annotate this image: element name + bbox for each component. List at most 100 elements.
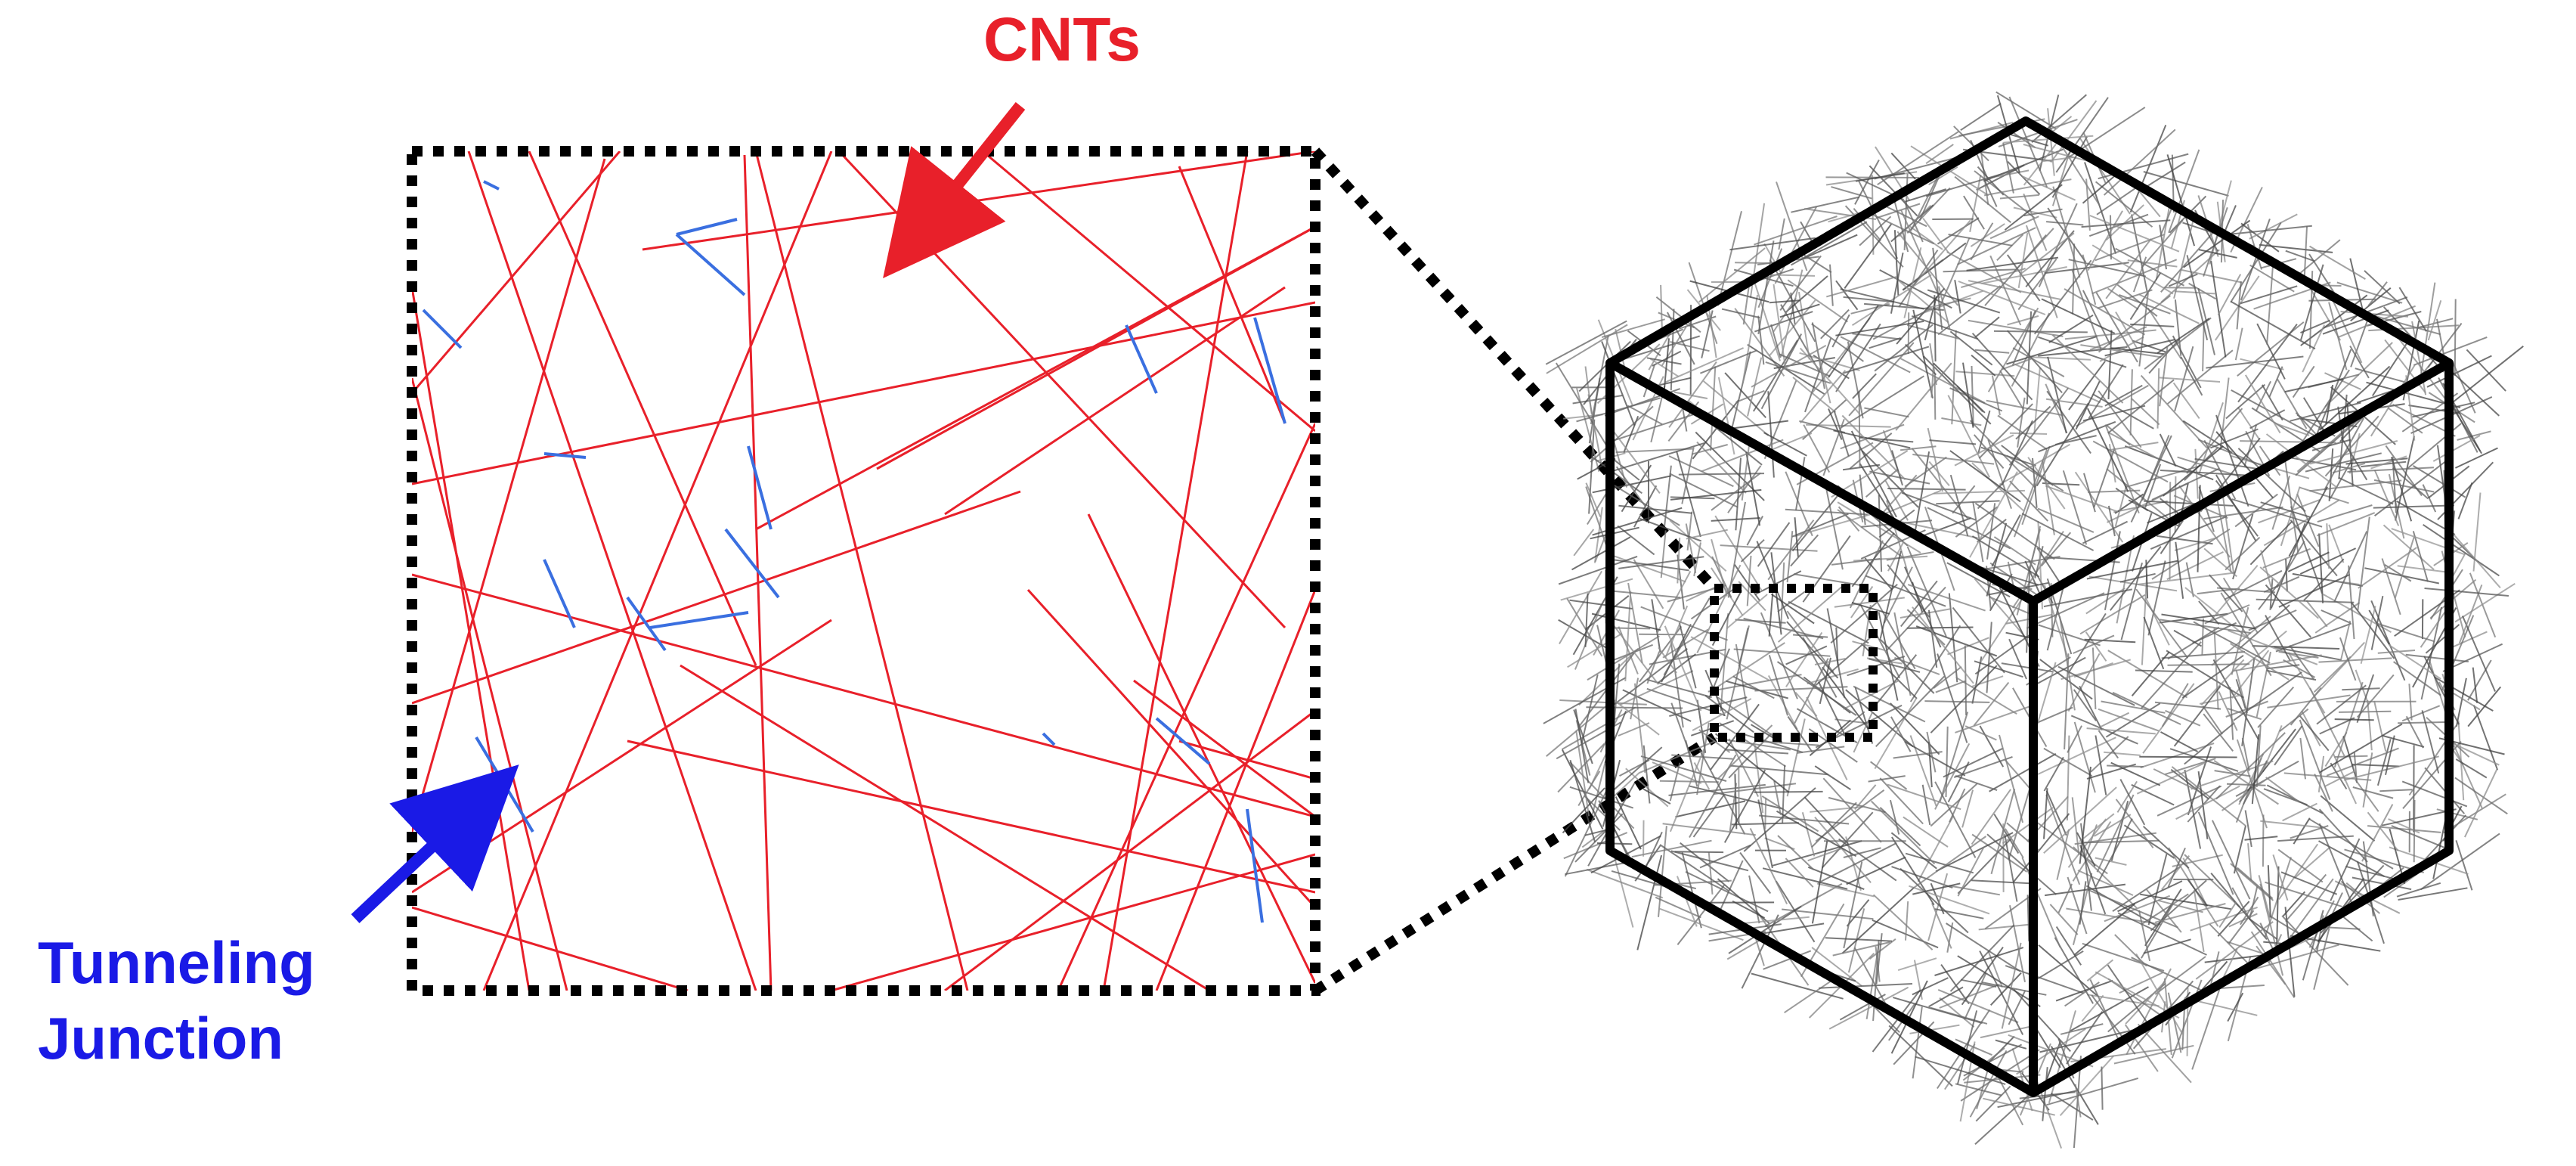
- cube-fiber: [1785, 857, 1814, 888]
- cube-fiber: [1787, 715, 1813, 753]
- cube-fiber: [2127, 259, 2178, 268]
- cube-fiber: [2278, 573, 2351, 608]
- cube-fiber: [2054, 937, 2094, 1004]
- cube-fiber: [2173, 629, 2202, 647]
- cube-fiber: [2054, 435, 2097, 445]
- cube-fiber: [1961, 947, 2004, 1006]
- cube-fiber: [2057, 665, 2135, 706]
- cube-fiber: [1798, 291, 1810, 360]
- cube-fiber: [2074, 1084, 2082, 1118]
- cube-fiber: [2218, 691, 2238, 731]
- cube-fiber: [2099, 336, 2144, 362]
- cube-fiber: [1903, 200, 1924, 243]
- cube-fiber: [2284, 378, 2344, 393]
- cube-fiber: [1971, 833, 2028, 873]
- cube-fiber: [1872, 989, 1921, 1053]
- cube-fiber: [1939, 983, 2000, 1009]
- cube-fiber: [1668, 361, 1717, 428]
- cube-fiber: [2012, 347, 2065, 377]
- cube-fiber: [1555, 362, 1608, 447]
- cube-fiber: [2214, 275, 2260, 341]
- cube-fiber: [2300, 319, 2330, 334]
- cube-fiber: [2021, 513, 2095, 551]
- cube-fiber: [2319, 723, 2403, 774]
- cube-fiber: [2194, 448, 2199, 499]
- cube-fiber: [2278, 843, 2319, 900]
- cube-fiber: [2050, 1046, 2099, 1125]
- cube-fiber: [1977, 483, 2003, 510]
- cube-fiber: [2285, 559, 2288, 592]
- cube-fiber: [1948, 593, 1958, 683]
- cube-fiber: [1742, 281, 1751, 325]
- cube-fiber: [2376, 622, 2435, 643]
- cube-fiber: [2145, 161, 2186, 188]
- cube-fiber: [2036, 547, 2061, 584]
- cube-fiber: [1815, 789, 1885, 842]
- cube-fiber: [2156, 318, 2210, 354]
- cube-fiber: [2187, 746, 2212, 816]
- cube-fiber: [1649, 358, 1680, 377]
- cube-fiber: [2057, 883, 2073, 913]
- cube-fiber: [1974, 578, 2026, 637]
- cube-fiber: [2340, 620, 2352, 661]
- cube-fiber: [2267, 694, 2351, 709]
- cube-fiber: [2107, 442, 2159, 451]
- cube-fiber: [1957, 846, 1985, 897]
- cube-fiber: [2110, 347, 2165, 355]
- cube-fiber: [1685, 870, 1769, 913]
- cube-fiber: [1794, 513, 1873, 538]
- cnt-fiber: [412, 301, 1315, 485]
- cube-fiber: [2227, 992, 2244, 1022]
- cube-fiber: [1631, 839, 1712, 858]
- cube-fiber: [2095, 857, 2127, 866]
- cube-fiber: [1793, 573, 1862, 587]
- cube-fiber: [2313, 656, 2352, 693]
- cube-fiber: [2287, 652, 2326, 714]
- cube-fiber: [2413, 336, 2488, 366]
- cube-fiber: [2204, 954, 2271, 963]
- cube-fiber: [2026, 566, 2031, 653]
- cube-fiber: [1681, 447, 1695, 504]
- cube-fiber: [1952, 485, 1976, 514]
- cube-fiber: [2249, 409, 2286, 429]
- cube-fiber: [2454, 299, 2457, 377]
- cube-fiber: [1841, 375, 1924, 429]
- cube-fiber: [2233, 671, 2302, 721]
- cube-fiber: [2447, 346, 2524, 408]
- cnt-fiber: [528, 151, 757, 666]
- cube-fiber: [1806, 696, 1848, 780]
- cube-fiber: [1835, 320, 1924, 336]
- cube-fiber: [1937, 653, 1968, 743]
- tunneling-arrow: [351, 764, 519, 923]
- cube-fiber: [2266, 664, 2300, 670]
- cube-fiber: [1658, 647, 1677, 674]
- cube-fiber: [1560, 578, 1633, 601]
- cube-fiber: [2042, 461, 2055, 535]
- cube-fiber: [2296, 493, 2320, 547]
- cube-fiber: [2202, 322, 2205, 372]
- cube-fiber: [2350, 312, 2371, 367]
- cube-fiber: [2324, 415, 2379, 477]
- cube-fiber: [2059, 616, 2076, 711]
- cube-fiber: [1746, 555, 1752, 606]
- cube-fiber: [1909, 225, 1943, 250]
- cube-fiber: [1903, 816, 1949, 848]
- cube-fiber: [2084, 638, 2136, 643]
- cube-fiber: [1875, 203, 1921, 219]
- cube-fiber: [1879, 807, 1921, 847]
- cube-fiber: [1670, 850, 1749, 872]
- junction-segment: [422, 309, 463, 349]
- cube-fiber: [2425, 624, 2460, 654]
- cube-fiber: [1660, 284, 1664, 335]
- cube-fiber: [1735, 619, 1786, 624]
- cube-fiber: [2110, 215, 2112, 260]
- cube-fiber: [2138, 572, 2235, 585]
- cube-fiber: [1978, 923, 2036, 931]
- cube-fiber: [2220, 592, 2272, 677]
- cube-fiber: [2317, 504, 2373, 523]
- cube-fiber: [1987, 307, 2039, 392]
- cube-fiber: [2045, 485, 2119, 513]
- cube-fiber: [1692, 399, 1739, 460]
- cube-fiber: [2265, 669, 2317, 681]
- cube-fiber: [2067, 876, 2088, 935]
